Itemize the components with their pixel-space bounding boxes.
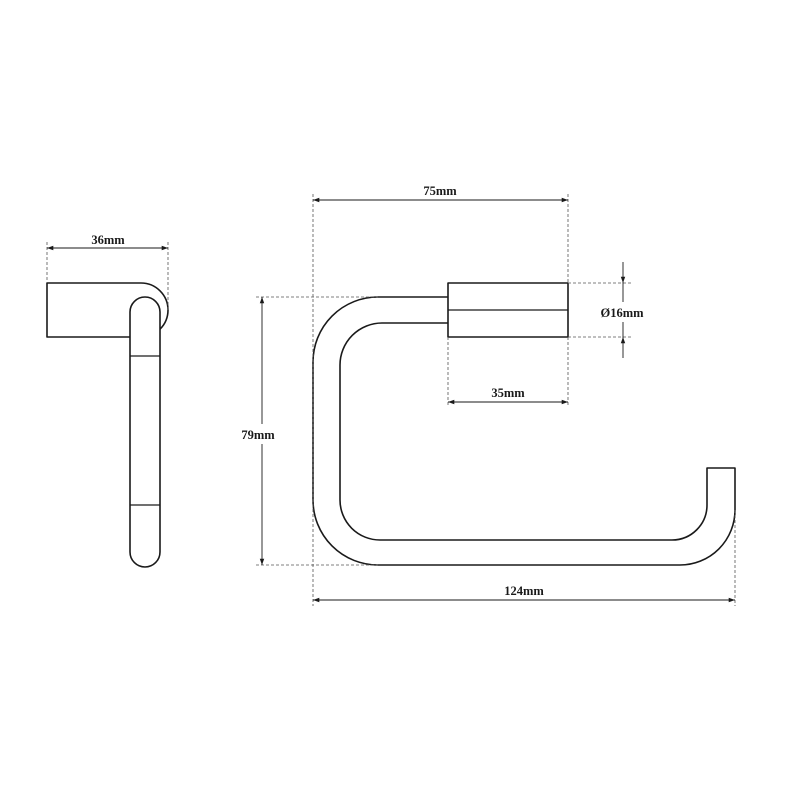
side-view: 36mm <box>46 233 169 568</box>
mount-to-edge-label: 75mm <box>423 184 457 198</box>
total-width-label: 124mm <box>504 584 544 598</box>
mount-length-label: 35mm <box>491 386 525 400</box>
front-view: 75mm Ø16mm 35mm 79mm 124mm <box>241 184 736 606</box>
holder-arm <box>312 296 736 566</box>
side-width-label: 36mm <box>91 233 125 247</box>
diameter-label: Ø16mm <box>600 306 644 320</box>
side-rod <box>129 296 161 568</box>
height-label: 79mm <box>241 428 275 442</box>
